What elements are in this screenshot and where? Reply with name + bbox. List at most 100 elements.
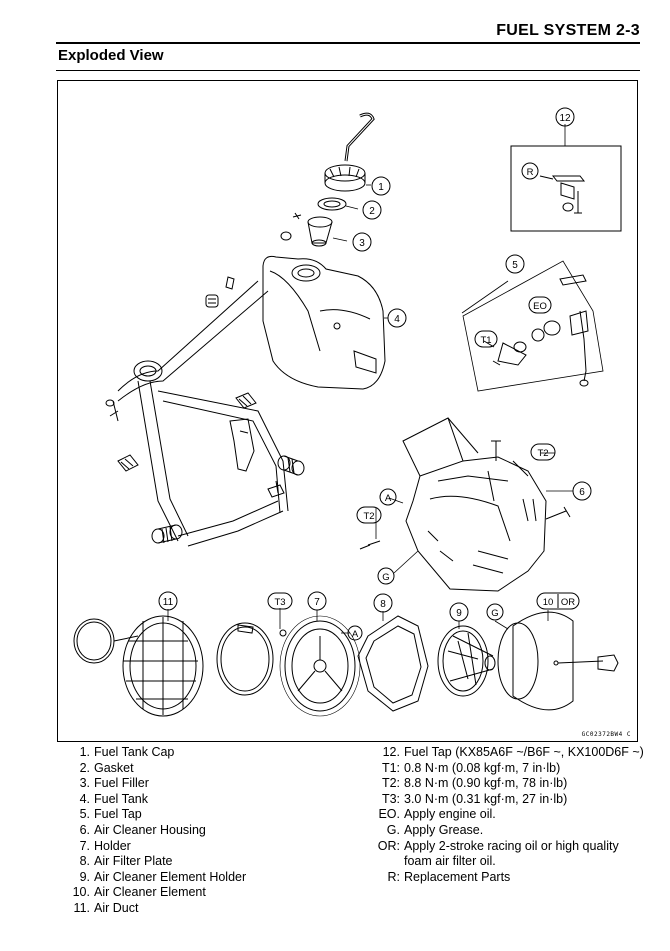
holder-part bbox=[279, 615, 361, 717]
legend-key: 2. bbox=[79, 760, 90, 775]
svg-text:T3: T3 bbox=[274, 597, 285, 608]
exploded-view-drawing: 1 2 3 4 5 6 7 8 bbox=[73, 107, 622, 717]
legend-item: 5. Fuel Tap bbox=[62, 807, 362, 823]
legend-key: 10. bbox=[72, 885, 90, 900]
callout-eo: EO bbox=[528, 296, 552, 314]
legend-text: Gasket bbox=[94, 760, 134, 775]
svg-text:10: 10 bbox=[543, 597, 554, 608]
legend-text: Fuel Filler bbox=[94, 776, 149, 791]
callout-3: 3 bbox=[352, 232, 372, 252]
callout-11: 11 bbox=[158, 591, 178, 611]
legend-item: 10. Air Cleaner Element bbox=[62, 885, 362, 901]
svg-text:3: 3 bbox=[359, 238, 365, 249]
legend-text: Air Cleaner Housing bbox=[94, 822, 206, 837]
legend-text: Apply engine oil. bbox=[404, 807, 496, 822]
legend-key: 6. bbox=[79, 822, 90, 837]
fuel-filler-part bbox=[307, 216, 333, 247]
callout-t1: T1 bbox=[474, 330, 498, 348]
callout-2: 2 bbox=[362, 200, 382, 220]
callout-t2-right: T2 bbox=[530, 443, 556, 461]
fuel-tank-cap-part bbox=[324, 164, 366, 192]
callout-5: 5 bbox=[505, 254, 525, 274]
legend-key: R: bbox=[387, 869, 401, 884]
air-duct-part bbox=[73, 615, 204, 717]
svg-text:4: 4 bbox=[394, 314, 400, 325]
callout-8: 8 bbox=[373, 593, 393, 613]
legend-item: 9.Air Cleaner Element Holder bbox=[62, 870, 362, 886]
callout-9: 9 bbox=[449, 602, 469, 622]
legend-text: Fuel Tap (KX85A6F ~/B6F ~, KX100D6F ~) bbox=[404, 745, 644, 759]
legend-text: Fuel Tank bbox=[94, 791, 148, 806]
legend-key: 7. bbox=[79, 838, 90, 853]
element-band-part bbox=[216, 622, 274, 696]
air-cleaner-element-holder-part bbox=[437, 625, 496, 697]
legend-item: T3: 3.0 N·m (0.31 kgf·m, 27 in·lb) bbox=[370, 792, 645, 808]
legend-item: 8.Air Filter Plate bbox=[62, 854, 362, 870]
callout-a-holder: A bbox=[347, 625, 363, 641]
legend-text: Holder bbox=[94, 838, 131, 853]
legend-item: 7. Holder bbox=[62, 839, 362, 855]
callout-t3: T3 bbox=[267, 592, 293, 610]
svg-text:6: 6 bbox=[579, 487, 585, 498]
fuel-tap-12-box bbox=[510, 145, 622, 232]
svg-text:2: 2 bbox=[369, 206, 375, 217]
header-rule bbox=[56, 42, 640, 44]
chapter-title: FUEL SYSTEM 2-3 bbox=[496, 22, 640, 39]
svg-text:12: 12 bbox=[559, 113, 571, 124]
svg-text:A: A bbox=[385, 493, 392, 504]
svg-text:T2: T2 bbox=[363, 511, 374, 522]
legend-key: OR: bbox=[377, 838, 400, 853]
legend-text: Fuel Tank Cap bbox=[94, 745, 175, 759]
legend-text: Air Duct bbox=[94, 900, 139, 915]
legend-text: Apply 2-stroke racing oil or high qualit… bbox=[404, 838, 619, 869]
legend-item: T1:0.8 N·m (0.08 kgf·m, 7 in·lb) bbox=[370, 761, 645, 777]
callout-g-housing: G bbox=[377, 567, 395, 585]
legend-key: T3: bbox=[381, 791, 400, 806]
number-callouts: 1 2 3 4 5 6 7 8 bbox=[158, 107, 592, 622]
legend-text: Fuel Tap bbox=[94, 807, 142, 822]
fuel-tap-12-group bbox=[510, 145, 622, 232]
legend-key: T1: bbox=[381, 760, 400, 775]
svg-text:T2: T2 bbox=[537, 448, 548, 459]
legend-item: T2: 8.8 N·m (0.90 kgf·m, 78 in·lb) bbox=[370, 776, 645, 792]
frame-group bbox=[105, 280, 305, 547]
legend-text: Air Filter Plate bbox=[94, 854, 173, 869]
legend-item: 6. Air Cleaner Housing bbox=[62, 823, 362, 839]
fuel-tank-group bbox=[205, 112, 386, 390]
legend-key: T2: bbox=[381, 776, 400, 791]
legend-key: 12. bbox=[382, 745, 400, 759]
air-cleaner-housing-part bbox=[359, 417, 571, 592]
legend-left: 1.Fuel Tank Cap 2. Gasket 3.Fuel Filler 4… bbox=[62, 745, 362, 917]
svg-text:7: 7 bbox=[314, 597, 320, 608]
exploded-view-figure: 1 2 3 4 5 6 7 8 bbox=[57, 80, 638, 742]
air-cleaner-element-part bbox=[497, 611, 619, 711]
legend-item: 2. Gasket bbox=[62, 761, 362, 777]
fuel-tank-part bbox=[262, 255, 386, 390]
fuel-tap-5-group bbox=[462, 260, 604, 392]
gasket-part bbox=[317, 197, 347, 211]
air-filter-plate-part bbox=[357, 615, 429, 712]
callout-7: 7 bbox=[307, 591, 327, 611]
legend-item: 3.Fuel Filler bbox=[62, 776, 362, 792]
svg-text:5: 5 bbox=[512, 260, 518, 271]
section-title: Exploded View bbox=[58, 47, 164, 64]
svg-text:11: 11 bbox=[163, 597, 174, 608]
legend-key: 4. bbox=[79, 791, 90, 806]
svg-text:T1: T1 bbox=[480, 335, 491, 346]
legend-item: 1.Fuel Tank Cap bbox=[62, 745, 362, 761]
legend-item: 4. Fuel Tank bbox=[62, 792, 362, 808]
callout-6: 6 bbox=[572, 481, 592, 501]
callout-1: 1 bbox=[371, 176, 391, 196]
svg-text:G: G bbox=[382, 572, 389, 583]
legend-text: Air Cleaner Element bbox=[94, 885, 206, 900]
legend-item: 11.Air Duct bbox=[62, 901, 362, 917]
legend-text: 3.0 N·m (0.31 kgf·m, 27 in·lb) bbox=[404, 791, 568, 806]
legend-text: 8.8 N·m (0.90 kgf·m, 78 in·lb) bbox=[404, 776, 568, 791]
svg-text:EO: EO bbox=[533, 301, 547, 312]
legend-key: 5. bbox=[79, 807, 90, 822]
legend-key: EO. bbox=[378, 807, 400, 822]
callout-12: 12 bbox=[555, 107, 575, 127]
callout-g-element: G bbox=[486, 603, 504, 621]
legend-item: OR: Apply 2-stroke racing oil or high qua… bbox=[370, 839, 645, 870]
svg-text:A: A bbox=[352, 629, 359, 640]
